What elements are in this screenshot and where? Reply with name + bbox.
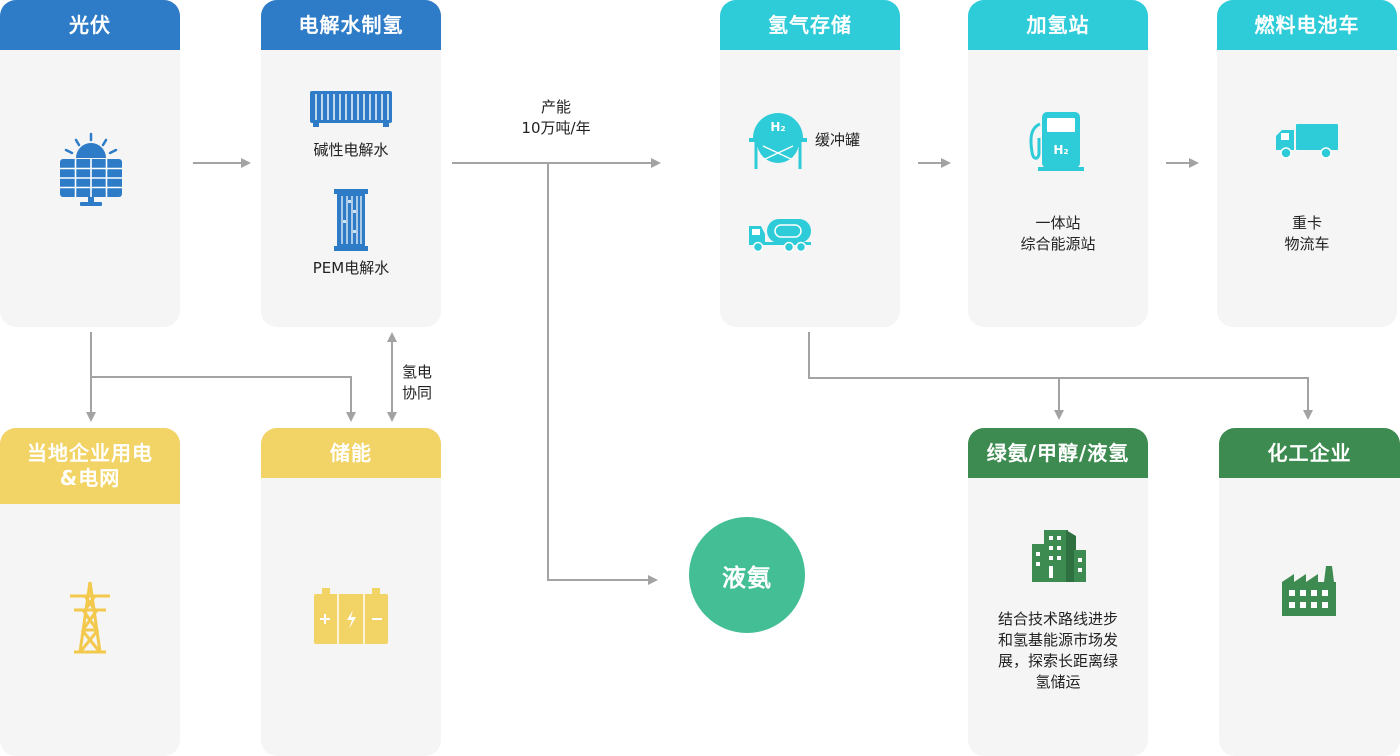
storage-title: 氢气存储	[720, 0, 900, 50]
chem-title: 化工企业	[1219, 428, 1400, 478]
fcv-desc: 重卡 物流车	[1217, 213, 1397, 255]
capacity-label-line2: 10万吨/年	[521, 119, 591, 137]
green-title: 绿氨/甲醇/液氢	[968, 428, 1148, 478]
electrolysis-title: 电解水制氢	[261, 0, 441, 50]
synergy-label-line1: 氢电	[402, 363, 433, 381]
station-desc-line1: 一体站	[1035, 214, 1081, 232]
green-desc-line4: 氢储运	[1035, 673, 1081, 691]
synergy-label: 氢电 协同	[402, 362, 442, 404]
energy-storage-card: 储能	[261, 428, 441, 756]
pem-electrolyzer-icon	[332, 188, 370, 256]
power-tower-icon	[66, 580, 114, 658]
capacity-label: 产能 10万吨/年	[496, 97, 616, 139]
hydrogen-pump-icon: H₂	[1026, 110, 1086, 176]
green-desc-line1: 结合技术路线进步	[997, 610, 1118, 628]
station-title: 加氢站	[968, 0, 1148, 50]
pem-label: PEM电解水	[312, 259, 390, 277]
green-desc-line3: 展，探索长距离绿	[997, 652, 1118, 670]
svg-text:H₂: H₂	[1053, 143, 1068, 157]
building-icon	[1030, 526, 1088, 588]
battery-icon	[312, 586, 390, 650]
local-title: 当地企业用电 &电网	[0, 428, 180, 504]
fcv-card: 燃料电池车	[1217, 0, 1397, 327]
truck-icon	[1274, 122, 1340, 164]
h2-symbol: H₂	[770, 120, 785, 134]
capacity-label-line1: 产能	[540, 98, 571, 116]
hydrogen-tank-icon: H₂	[747, 112, 809, 174]
green-card: 绿氨/甲醇/液氢	[968, 428, 1148, 756]
fcv-desc-line2: 物流车	[1284, 235, 1330, 253]
liquid-ammonia-node: 液氨	[689, 517, 805, 633]
green-desc: 结合技术路线进步 和氢基能源市场发 展，探索长距离绿 氢储运	[968, 609, 1148, 693]
factory-icon	[1280, 564, 1338, 622]
local-title-line1: 当地企业用电	[27, 441, 153, 465]
storage-card: 氢气存储	[720, 0, 900, 327]
solar-panel-icon	[58, 132, 124, 212]
local-title-line2: &电网	[59, 466, 121, 490]
synergy-label-line2: 协同	[402, 384, 433, 402]
pv-title: 光伏	[0, 0, 180, 50]
buffer-tank-label: 缓冲罐	[815, 131, 861, 149]
tank-truck-icon	[747, 216, 813, 256]
alkaline-electrolyzer-icon	[309, 88, 393, 132]
green-desc-line2: 和氢基能源市场发	[997, 631, 1118, 649]
alkaline-label: 碱性电解水	[313, 141, 389, 159]
fcv-title: 燃料电池车	[1217, 0, 1397, 50]
energy-storage-title: 储能	[261, 428, 441, 478]
station-desc-line2: 综合能源站	[1020, 235, 1096, 253]
arrow-to-ammonia	[547, 163, 658, 585]
electrolysis-card: 电解水制氢	[261, 0, 441, 327]
arrow-pv-to-energy-storage	[91, 376, 356, 422]
fcv-desc-line1: 重卡	[1291, 214, 1322, 232]
pv-card: 光伏	[0, 0, 180, 327]
station-desc: 一体站 综合能源站	[968, 213, 1148, 255]
